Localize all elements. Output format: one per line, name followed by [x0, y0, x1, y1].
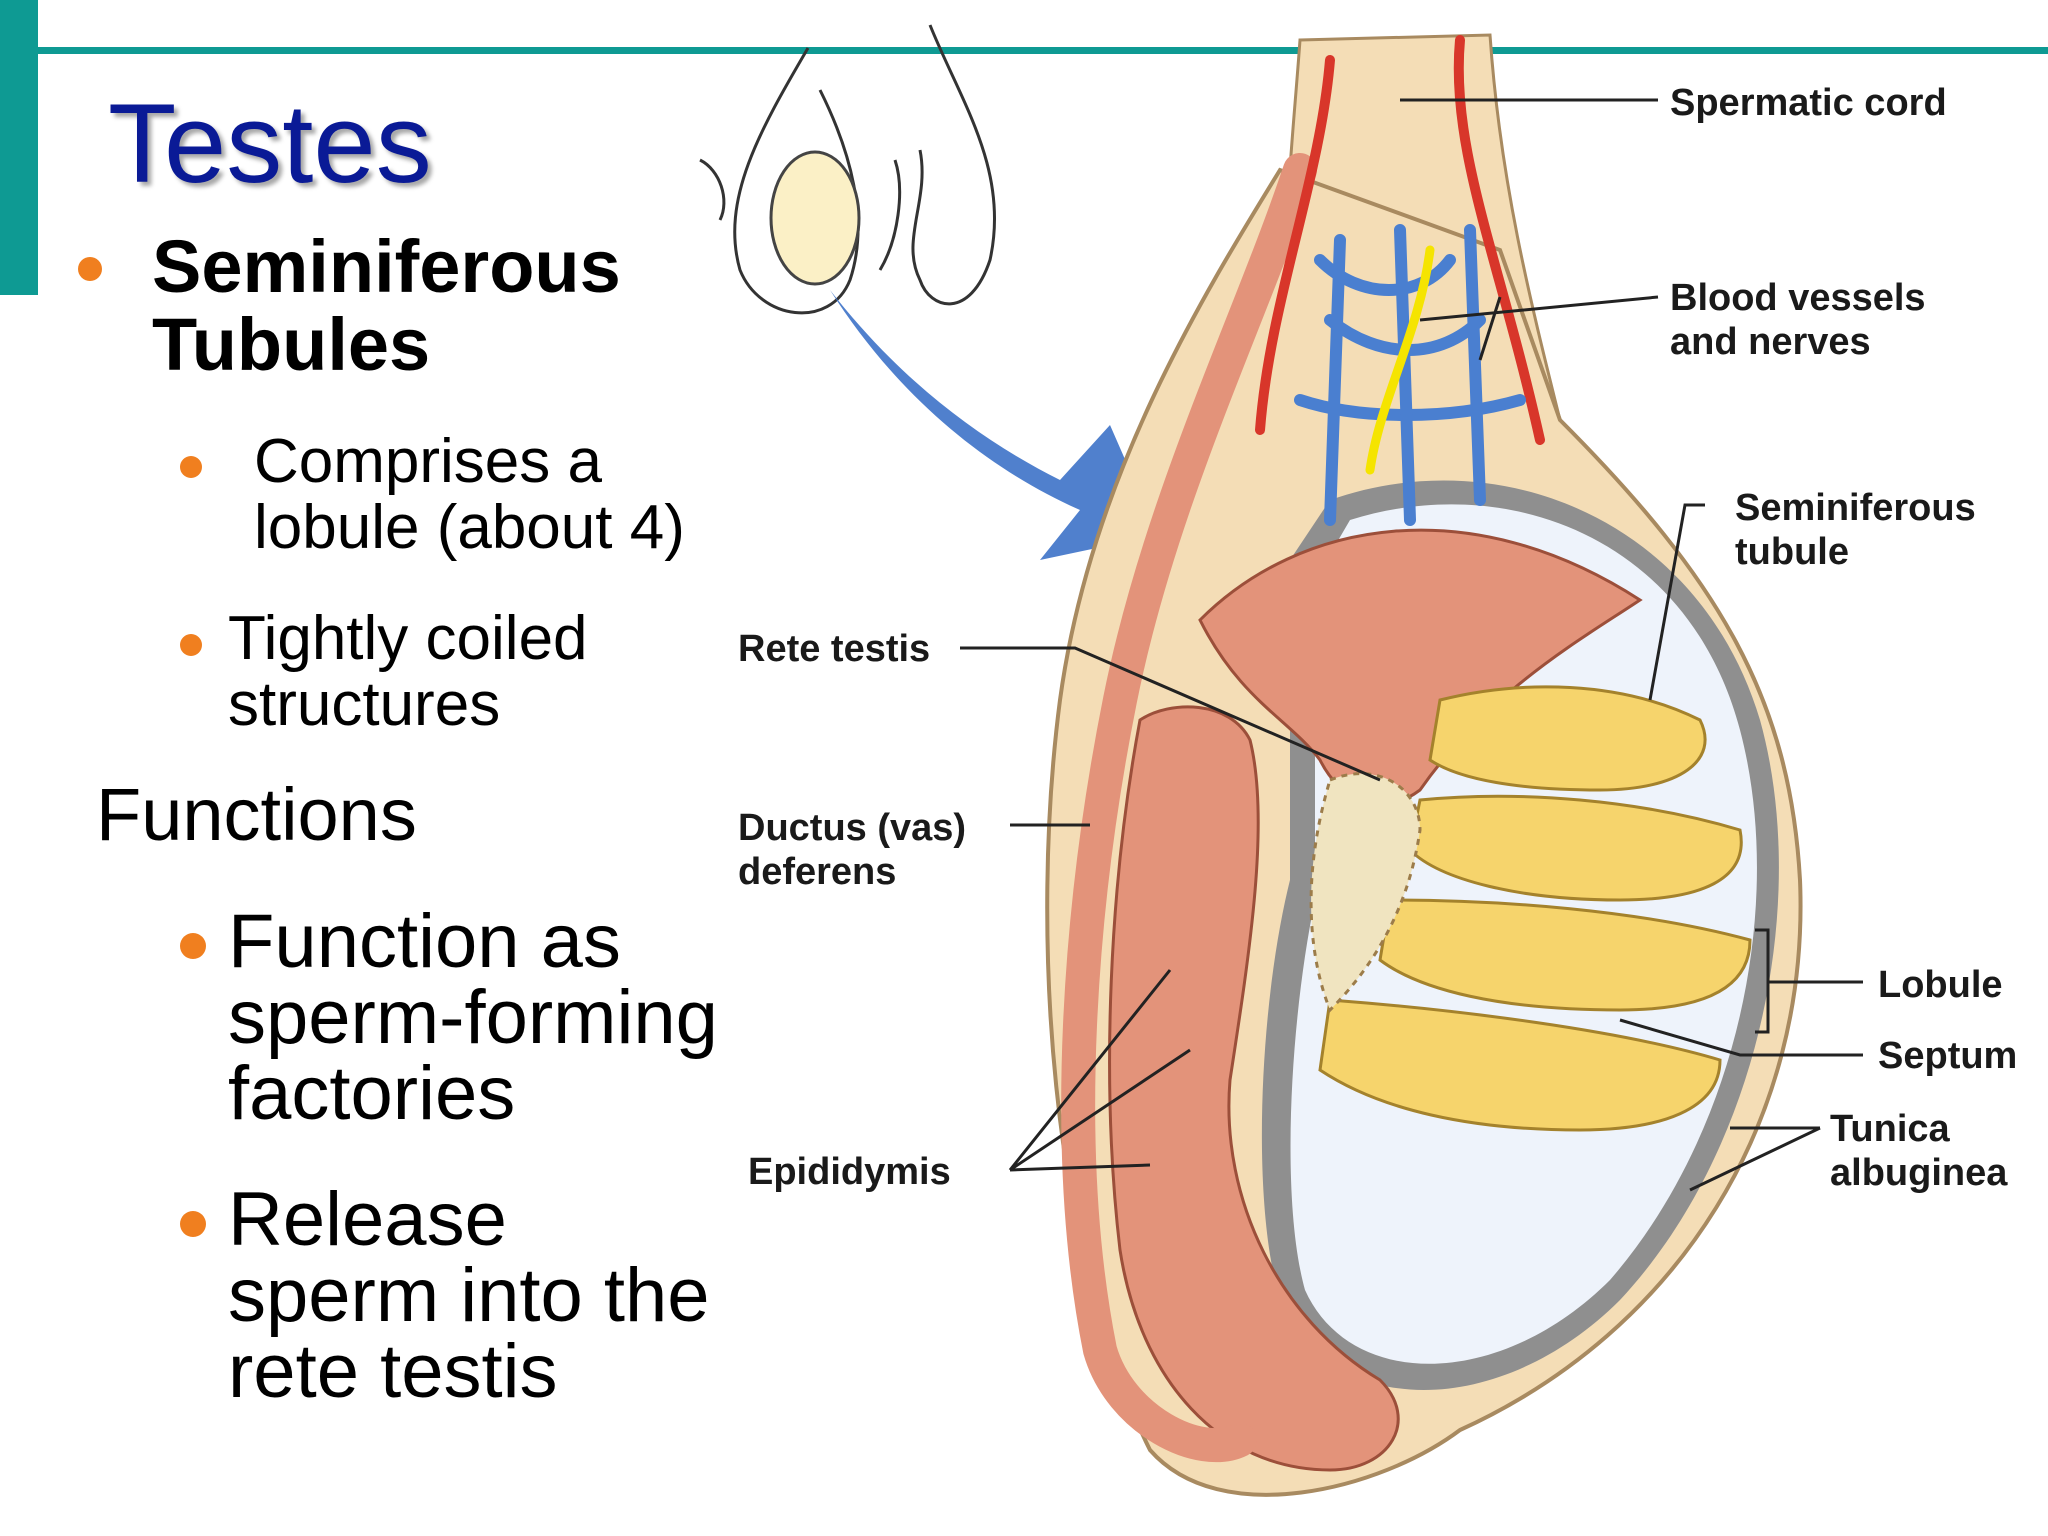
bullet-dot-function-as — [180, 933, 206, 959]
seminiferous-tubules — [1318, 685, 1752, 1132]
overview-sketch — [699, 24, 997, 315]
bullet-comprises-line2: lobule (about 4) — [254, 493, 685, 562]
rete-testis-mesh — [1309, 772, 1422, 1013]
bullet-dot-release — [180, 1211, 206, 1237]
accent-bar — [0, 0, 38, 295]
bullet-release-line2: sperm into the — [228, 1253, 710, 1338]
label-rete-testis: Rete testis — [738, 628, 931, 670]
label-tunica-line2: albuginea — [1830, 1152, 2008, 1194]
bullet-dot-seminiferous — [78, 257, 102, 281]
label-tunica-line1: Tunica — [1830, 1108, 1950, 1150]
label-seminiferous-tubule-line1: Seminiferous — [1735, 487, 1976, 529]
bullet-dot-comprises — [180, 456, 202, 478]
epididymis — [1108, 705, 1400, 1472]
bullet-coiled-line2: structures — [228, 670, 501, 739]
label-epididymis: Epididymis — [748, 1151, 951, 1193]
slide-title: Testes — [108, 81, 432, 206]
bullet-seminiferous-line1: Seminiferous — [152, 225, 621, 308]
label-septum: Septum — [1878, 1035, 2018, 1077]
bullet-release-line1: Release — [228, 1177, 507, 1262]
label-lobule: Lobule — [1878, 964, 2003, 1006]
label-ductus-line2: deferens — [738, 851, 897, 893]
overview-testis — [769, 150, 861, 286]
bullet-coiled-line1: Tightly coiled — [228, 604, 588, 673]
bullet-function-as-line3: factories — [228, 1051, 516, 1136]
zoom-arrow — [830, 290, 1158, 560]
bullet-dot-coiled — [180, 634, 202, 656]
label-blood-vessels-line2: and nerves — [1670, 321, 1871, 363]
bullet-function-as-line1: Function as — [228, 899, 621, 984]
accent-line — [38, 47, 2048, 54]
label-ductus-line1: Ductus (vas) — [738, 807, 967, 849]
bullet-seminiferous-line2: Tubules — [152, 303, 431, 386]
label-spermatic-cord: Spermatic cord — [1670, 82, 1947, 124]
ductus-deferens — [1061, 153, 1317, 1463]
blood-vessels — [1255, 35, 1545, 526]
bullet-function-as-line2: sperm-forming — [228, 975, 718, 1060]
bullet-release-line3: rete testis — [228, 1329, 558, 1414]
label-blood-vessels-line1: Blood vessels — [1670, 277, 1926, 319]
label-seminiferous-tubule-line2: tubule — [1735, 531, 1849, 573]
bullet-comprises-line1: Comprises a — [254, 427, 602, 496]
leader-lines — [960, 98, 1863, 1192]
functions-heading: Functions — [96, 773, 417, 856]
